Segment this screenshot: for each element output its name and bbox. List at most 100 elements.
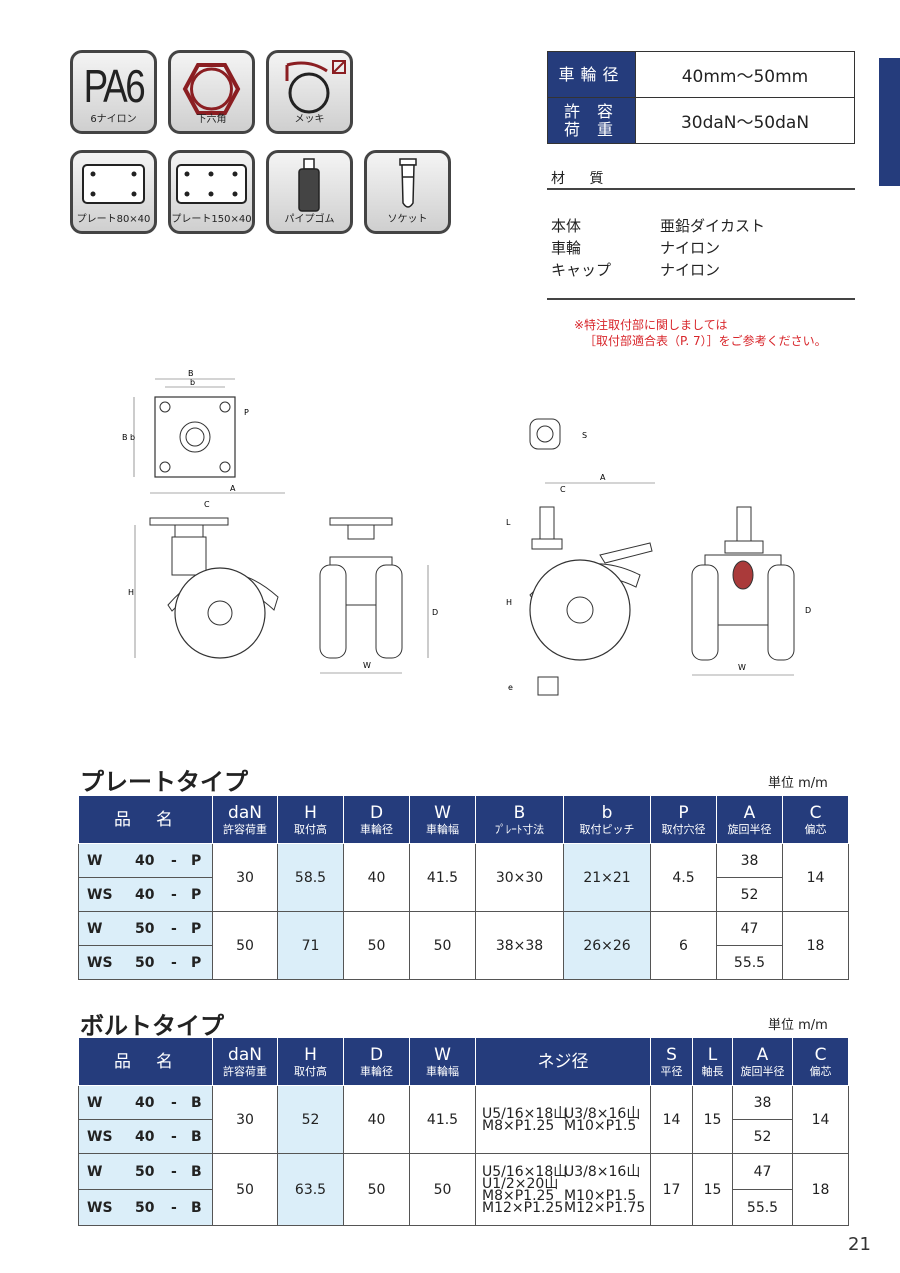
bolt-section-title: ボルトタイプ [80, 1012, 224, 1040]
pa6-caption: 6ナイロン [90, 114, 137, 125]
product-series: W [87, 1163, 103, 1180]
value-w: 50 [409, 1153, 476, 1226]
material-part-0: 本体 [551, 217, 582, 235]
spec-table: 車輪径 40mm〜50mm 許 容 荷 重 30daN〜50daN [547, 51, 855, 144]
load-label-line2: 荷 重 [563, 119, 620, 139]
product-size: 50 [135, 1199, 155, 1216]
plate-section-title: プレートタイプ [80, 768, 248, 796]
pipe-caption: パイプゴム [284, 214, 335, 225]
dim-e: e [508, 683, 513, 692]
product-type: B [191, 1128, 202, 1145]
value-c: 14 [782, 843, 849, 912]
column-header-label: 偏芯 [804, 822, 827, 836]
bolt-unit: 単位 m/m [768, 1018, 828, 1033]
thread-spec: M8×P1.25 [482, 1187, 555, 1204]
socket-caption: ソケット [387, 214, 428, 225]
column-header: 品 名 [78, 795, 213, 844]
plated-wheel-icon [285, 60, 346, 114]
product-size: 50 [135, 920, 155, 937]
value-w: 50 [409, 911, 476, 980]
product-size: 50 [135, 954, 155, 971]
value-h: 52 [277, 1085, 344, 1154]
value-dan: 50 [212, 1153, 278, 1226]
material-part-1: 車輪 [551, 239, 582, 257]
thread-spec: U5/16×18山 [482, 1105, 568, 1122]
thread-line: M12×P1.25M12×P1.75 [482, 1199, 650, 1216]
product-dash: - [171, 1163, 177, 1180]
column-header: 品 名 [78, 1037, 213, 1086]
plate-150-icon: プレート150×40 [168, 150, 255, 234]
note-line-2: ［取付部適合表（P. 7）］をご参考ください。 [584, 334, 827, 348]
product-series: WS [87, 1128, 113, 1145]
column-header-label: 車輪径 [360, 1064, 393, 1078]
value-a: 38 [732, 1085, 793, 1120]
value-d: 40 [343, 843, 410, 912]
dim-b: b [190, 378, 195, 387]
dim-S: S [582, 431, 587, 440]
column-header-label: ﾌﾟﾚｰﾄ寸法 [494, 822, 545, 836]
thread-line: U5/16×18山U3/8×16山 [482, 1163, 650, 1180]
material-value-2: ナイロン [660, 261, 721, 279]
plating-caption: メッキ [294, 114, 325, 125]
thread-spec: U1/2×20山 [482, 1175, 559, 1192]
dim-B: B [188, 369, 194, 378]
product-type: P [191, 920, 202, 937]
value-a: 55.5 [732, 1189, 793, 1226]
column-header-symbol: daN [228, 1044, 262, 1065]
column-header-label: 偏芯 [809, 1064, 832, 1078]
column-header-label: 許容荷重 [223, 822, 267, 836]
value-p: 4.5 [650, 843, 717, 912]
product-series: W [87, 920, 103, 937]
column-header-symbol: C [809, 802, 822, 823]
thread-spec: M10×P1.5 [564, 1187, 637, 1204]
product-series: WS [87, 1199, 113, 1216]
column-header-label: 取付高 [294, 822, 327, 836]
value-h: 71 [277, 911, 344, 980]
column-header-symbol: W [434, 802, 451, 823]
load-label-line1: 許 容 [563, 101, 620, 121]
column-header-symbol: S [666, 1044, 677, 1065]
value-b: 38×38 [475, 911, 564, 980]
value-s: 14 [650, 1085, 693, 1154]
value-c: 18 [782, 911, 849, 980]
product-dash: - [171, 954, 177, 971]
plate-icon [176, 164, 247, 204]
load-value: 30daN〜50daN [635, 97, 855, 144]
column-header-label: 旋回半径 [740, 1064, 785, 1078]
value-d: 40 [343, 1085, 410, 1154]
thread-spec: U3/8×16山 [564, 1163, 641, 1180]
side-index-tab [879, 58, 900, 186]
product-size: 40 [135, 886, 155, 903]
value-l: 15 [692, 1153, 733, 1226]
column-header-symbol: A [743, 802, 756, 823]
value-c: 14 [792, 1085, 849, 1154]
column-header-symbol: P [678, 802, 689, 823]
column-header-symbol: H [304, 1044, 317, 1065]
pipe-rubber-icon: パイプゴム [266, 150, 353, 234]
product-type: P [191, 852, 202, 869]
socket-icon-graphic [399, 158, 417, 208]
plate-icon [82, 164, 145, 204]
thread-spec: M12×P1.75 [564, 1199, 646, 1216]
column-header-symbol: 品 名 [114, 809, 177, 830]
column-header-symbol: D [369, 802, 384, 823]
product-dash: - [171, 1128, 177, 1145]
material-value-1: ナイロン [660, 239, 721, 257]
product-dash: - [171, 1094, 177, 1111]
column-header-symbol: B [513, 802, 526, 823]
